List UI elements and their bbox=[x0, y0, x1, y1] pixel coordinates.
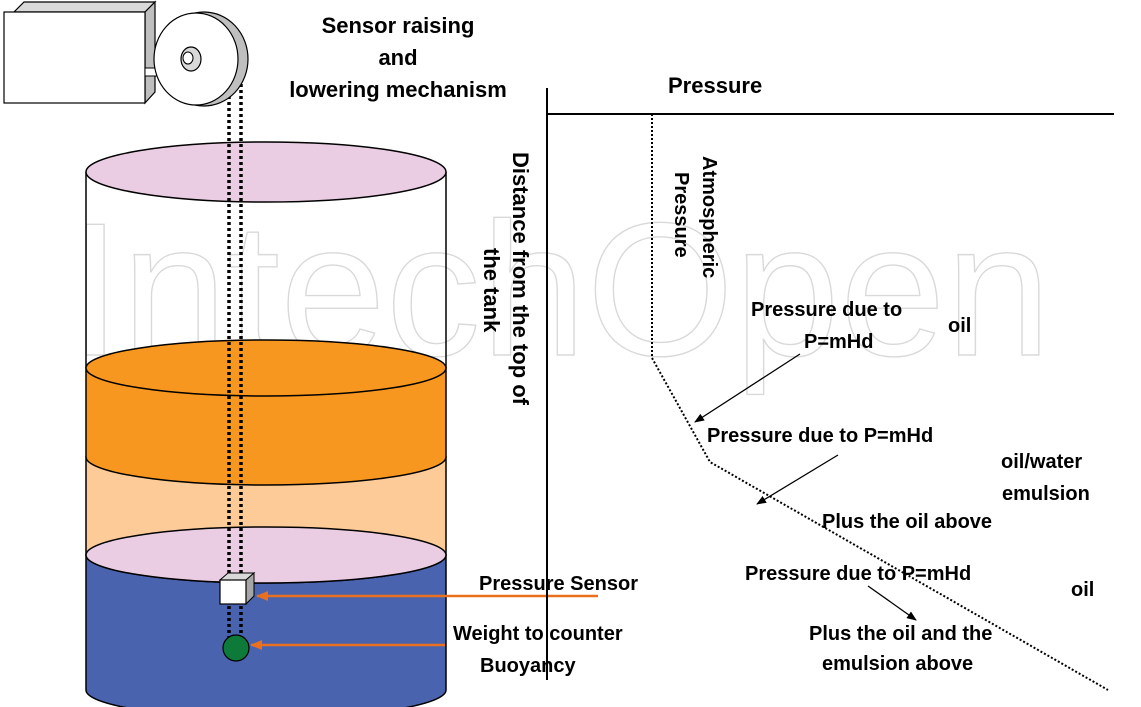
mechanism-label-line3: lowering mechanism bbox=[289, 77, 507, 102]
emulsion-annotation-sub1: oil/water bbox=[1001, 451, 1082, 473]
water-surface bbox=[85, 526, 447, 584]
weight-label-line1: Weight to counter bbox=[453, 623, 623, 645]
motor-box-top bbox=[12, 1, 157, 13]
mechanism-label: Sensor raising and lowering mechanism bbox=[289, 13, 507, 102]
tank bbox=[85, 141, 447, 707]
pressure-sensor bbox=[218, 571, 256, 606]
emulsion-pressure-annotation: Pressure due to P=mHd oil/water emulsion… bbox=[707, 425, 1090, 533]
emulsion-annotation-line2: Plus the oil above bbox=[822, 511, 992, 533]
tank-oil-layer bbox=[85, 367, 447, 486]
water-annotation-line1: Pressure due to P=mHd bbox=[745, 563, 971, 585]
emulsion-annotation-sub2: emulsion bbox=[1002, 483, 1090, 505]
oil-annotation-subscript: oil bbox=[948, 315, 971, 337]
atmospheric-label-line2: Pressure bbox=[670, 172, 692, 258]
weight-label-line2: Buoyancy bbox=[480, 655, 576, 677]
motor-box bbox=[3, 11, 146, 104]
counter-weight bbox=[222, 634, 250, 662]
oil-pointer-arrow bbox=[694, 353, 801, 423]
water-pressure-annotation: Pressure due to P=mHd oil Plus the oil a… bbox=[745, 563, 1094, 675]
distance-label-line2: the tank bbox=[479, 248, 504, 333]
distance-axis-label: Distance from the top of the tank bbox=[479, 152, 533, 406]
pressure-axis-label: Pressure bbox=[668, 73, 762, 98]
sensor-cable bbox=[227, 78, 243, 648]
atmospheric-label-line1: Atmospheric bbox=[698, 156, 720, 278]
oil-pressure-annotation: Pressure due to oil P=mHd bbox=[751, 299, 971, 353]
raising-mechanism bbox=[3, 0, 249, 107]
water-annotation-line3: emulsion above bbox=[822, 653, 973, 675]
pulley-axle bbox=[182, 51, 194, 65]
oil-surface bbox=[85, 339, 447, 397]
water-annotation-line2: Plus the oil and the bbox=[809, 623, 992, 645]
atmospheric-pressure-label: Atmospheric Pressure bbox=[670, 156, 720, 278]
oil-annotation-line1: Pressure due to bbox=[751, 299, 902, 321]
mechanism-label-line1: Sensor raising bbox=[322, 13, 475, 38]
tank-lid bbox=[85, 141, 447, 203]
emulsion-pointer-arrow bbox=[756, 454, 839, 505]
pressure-sensor-label: Pressure Sensor bbox=[479, 573, 638, 595]
pressure-profile-line bbox=[651, 114, 1109, 691]
distance-label-line1: Distance from the top of bbox=[508, 152, 533, 406]
oil-annotation-line2: P=mHd bbox=[804, 331, 873, 353]
water-pointer-arrow bbox=[867, 585, 917, 621]
tank-water-layer bbox=[85, 554, 447, 707]
motor-box-side bbox=[144, 0, 156, 105]
emulsion-annotation-line1: Pressure due to P=mHd bbox=[707, 425, 933, 447]
mechanism-label-line2: and bbox=[378, 45, 417, 70]
water-annotation-subscript: oil bbox=[1071, 579, 1094, 601]
